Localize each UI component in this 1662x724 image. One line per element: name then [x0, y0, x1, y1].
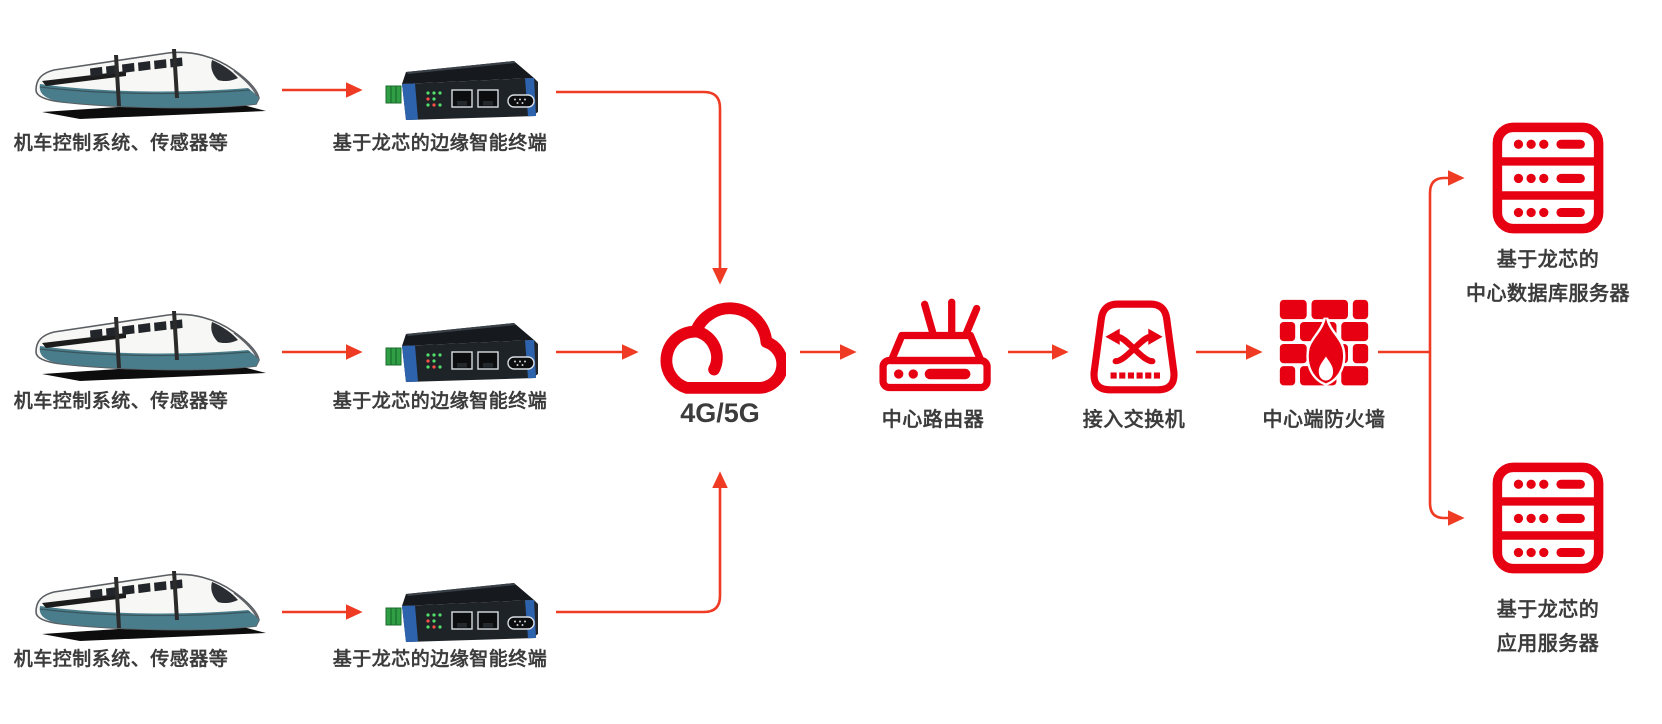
server-icon	[1490, 460, 1606, 576]
app-server-label-line2: 应用服务器	[1496, 633, 1600, 655]
switch-label: 接入交换机	[1082, 409, 1186, 431]
train-icon	[35, 310, 267, 382]
db-server-label-line1: 基于龙芯的	[1496, 249, 1600, 271]
edge-terminal-icon	[385, 322, 539, 383]
train-label: 机车控制系统、传感器等	[13, 391, 229, 412]
edge-terminal-label: 基于龙芯的边缘智能终端	[332, 391, 548, 412]
edge-terminal-icon	[385, 582, 539, 643]
router-label: 中心路由器	[881, 409, 985, 431]
db-server-label-line2: 中心数据库服务器	[1466, 283, 1630, 305]
cloud-icon	[660, 302, 786, 394]
router-icon	[879, 298, 991, 392]
app-server-label-line1: 基于龙芯的	[1496, 599, 1600, 621]
train-icon	[35, 570, 267, 642]
firewall-label: 中心端防火墙	[1262, 409, 1386, 431]
firewall-icon	[1279, 299, 1369, 386]
switch-icon	[1090, 300, 1178, 394]
edge-terminal-label: 基于龙芯的边缘智能终端	[332, 133, 548, 154]
edge-terminal-label: 基于龙芯的边缘智能终端	[332, 649, 548, 670]
cloud-label: 4G/5G	[680, 398, 760, 428]
train-label: 机车控制系统、传感器等	[13, 133, 229, 154]
edge-terminal-icon	[385, 60, 539, 121]
arrow-terminal3-to-cloud	[556, 471, 728, 614]
arrow-branch-to-db-server	[1428, 170, 1465, 352]
train-icon	[35, 48, 267, 120]
arrow-terminal1-to-cloud	[556, 90, 728, 285]
arrow-branch-to-app-server	[1428, 352, 1465, 526]
train-label: 机车控制系统、传感器等	[13, 649, 229, 670]
server-icon	[1490, 120, 1606, 236]
